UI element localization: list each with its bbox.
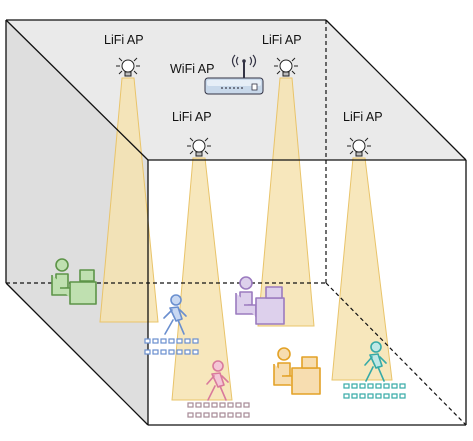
wifi-router-icon	[204, 54, 264, 95]
hidden-edges	[6, 20, 467, 426]
lifi-ap-label: LiFi AP	[343, 110, 383, 124]
user-walking-blue	[163, 294, 187, 335]
user-walking-pink	[206, 360, 229, 401]
light-beams	[99, 77, 393, 401]
floor-tiles-blue	[144, 338, 199, 355]
user-seated-green	[51, 258, 97, 305]
lifi-bulb-icon	[116, 57, 140, 77]
lifi-bulb-icon	[274, 57, 298, 77]
lifi-bulb-icon	[187, 137, 211, 157]
floor-tiles-pink	[187, 402, 250, 418]
lifi-ap-label: LiFi AP	[104, 33, 144, 47]
light-beam-1	[99, 77, 159, 323]
room-edges	[5, 19, 467, 426]
lifi-ap-label: LiFi AP	[262, 33, 302, 47]
lifi-ap-label: LiFi AP	[172, 110, 212, 124]
user-seated-orange	[273, 347, 321, 395]
light-beam-4	[331, 157, 393, 381]
user-seated-purple	[235, 276, 285, 325]
light-beam-2	[257, 77, 315, 327]
left-wall	[6, 20, 148, 425]
lifi-bulb-icons	[116, 57, 371, 157]
wifi-ap-label: WiFi AP	[170, 62, 214, 76]
user-walking-teal	[364, 341, 387, 382]
floor-tiles-teal	[343, 383, 406, 399]
lifi-bulb-icon	[347, 137, 371, 157]
